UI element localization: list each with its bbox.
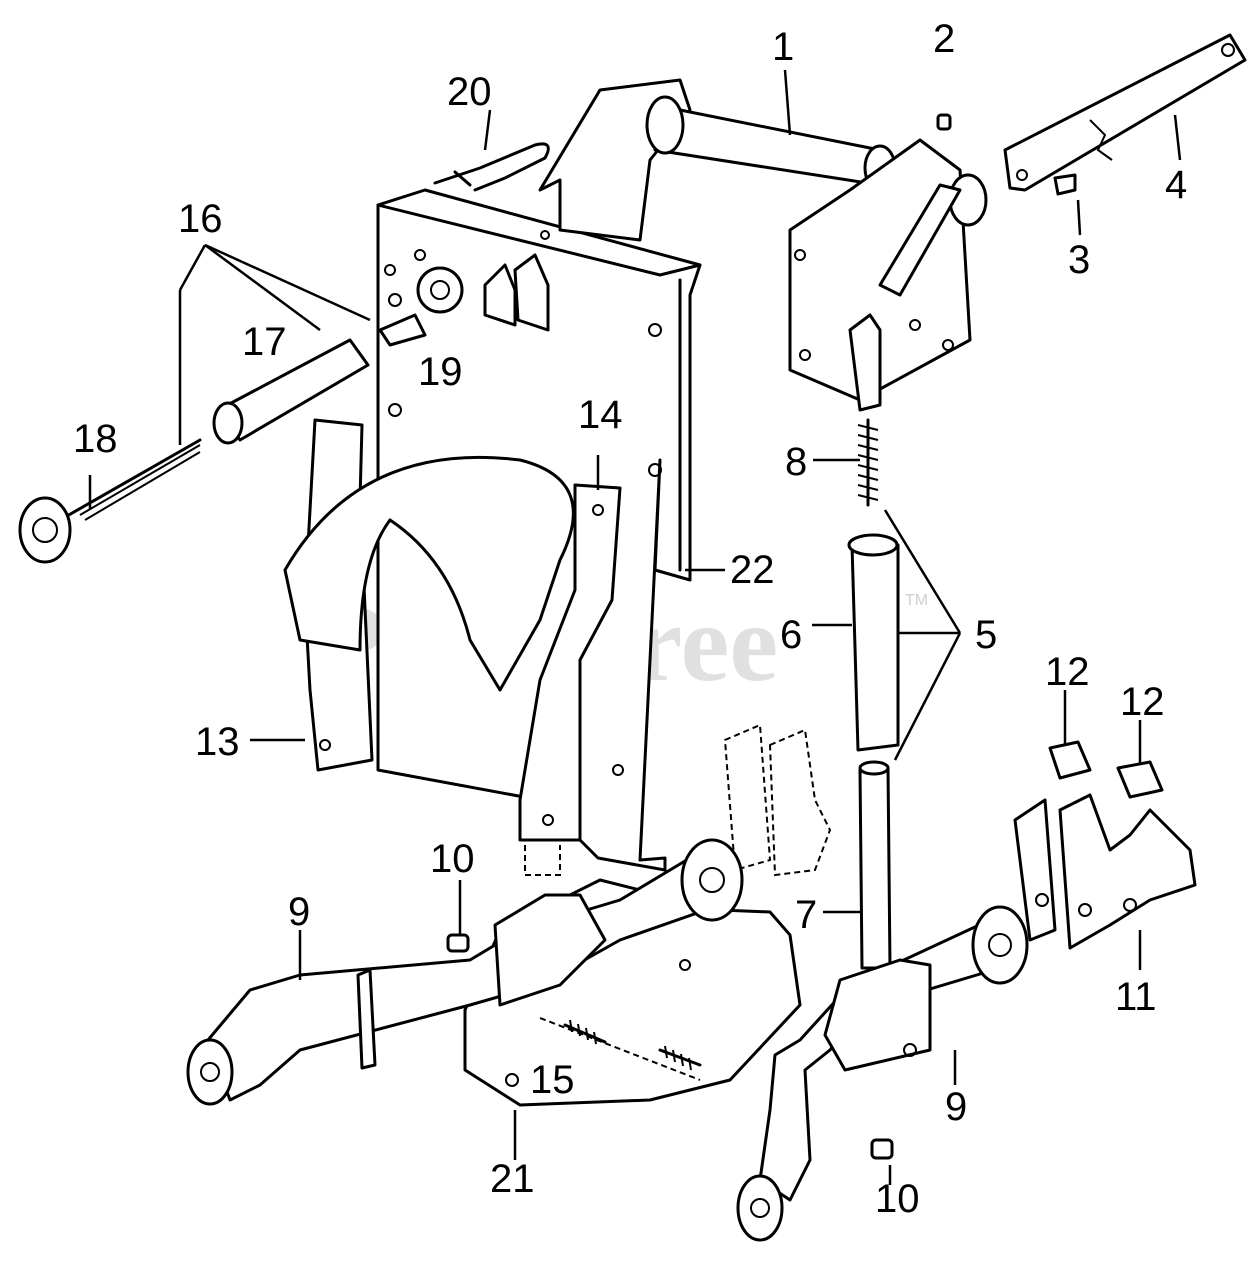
callout-10-upper: 10 [430, 837, 475, 881]
callout-19: 19 [418, 350, 463, 394]
leader-lines [88, 69, 1182, 1185]
callout-16: 16 [178, 197, 223, 241]
part-10-fitting-upper [446, 933, 470, 953]
part-14-right-strap [518, 483, 622, 842]
callout-3: 3 [1068, 238, 1090, 282]
callout-1: 1 [772, 25, 794, 69]
part-11-bracket [1013, 793, 1197, 950]
callout-2: 2 [933, 17, 955, 61]
part-19-rod-end [378, 266, 464, 347]
callout-11: 11 [1115, 975, 1157, 1019]
part-20-hairpin-clip [433, 142, 550, 192]
hidden-bracket-outline [524, 723, 832, 877]
part-7-rod [858, 760, 892, 970]
callout-7: 7 [795, 893, 817, 937]
callout-22: 22 [730, 548, 775, 592]
callout-9-left: 9 [288, 890, 310, 934]
callout-13: 13 [195, 720, 240, 764]
part-9-left-lift-arm [186, 838, 744, 1106]
part-17-tube [212, 338, 370, 445]
callout-labels: 1 2 3 4 5 6 7 8 9 9 10 10 11 12 12 13 14… [73, 17, 1187, 1221]
callout-17: 17 [242, 320, 287, 364]
callout-12-left: 12 [1045, 650, 1090, 694]
callout-14: 14 [578, 393, 623, 437]
part-8-spring [857, 418, 879, 507]
part-4-lift-bar [1003, 33, 1247, 192]
part-3-pin [1053, 173, 1077, 196]
part-12-bushing-right [1116, 760, 1164, 799]
callout-21: 21 [490, 1157, 535, 1201]
part-15-springs [539, 1017, 702, 1081]
callout-4: 4 [1165, 163, 1187, 207]
callout-5: 5 [975, 613, 997, 657]
callout-9-right: 9 [945, 1085, 967, 1129]
shield-arch [283, 455, 575, 692]
callout-20: 20 [447, 70, 492, 114]
watermark-tm: TM [905, 592, 928, 609]
part-9-right-lift-arm [736, 905, 1029, 1242]
part-1-rock-shaft [538, 78, 988, 412]
part-10-fitting-lower [870, 1138, 894, 1160]
part-18-threaded-rod [18, 438, 202, 564]
part-12-bushing-left [1048, 740, 1092, 780]
part-6-tube [847, 533, 900, 752]
callout-12-right: 12 [1120, 680, 1165, 724]
callout-6: 6 [780, 613, 802, 657]
callout-8: 8 [785, 440, 807, 484]
callout-18: 18 [73, 417, 118, 461]
part-2-grease-fitting [936, 113, 952, 131]
callout-15: 15 [530, 1058, 575, 1102]
callout-10-lower: 10 [875, 1177, 920, 1221]
